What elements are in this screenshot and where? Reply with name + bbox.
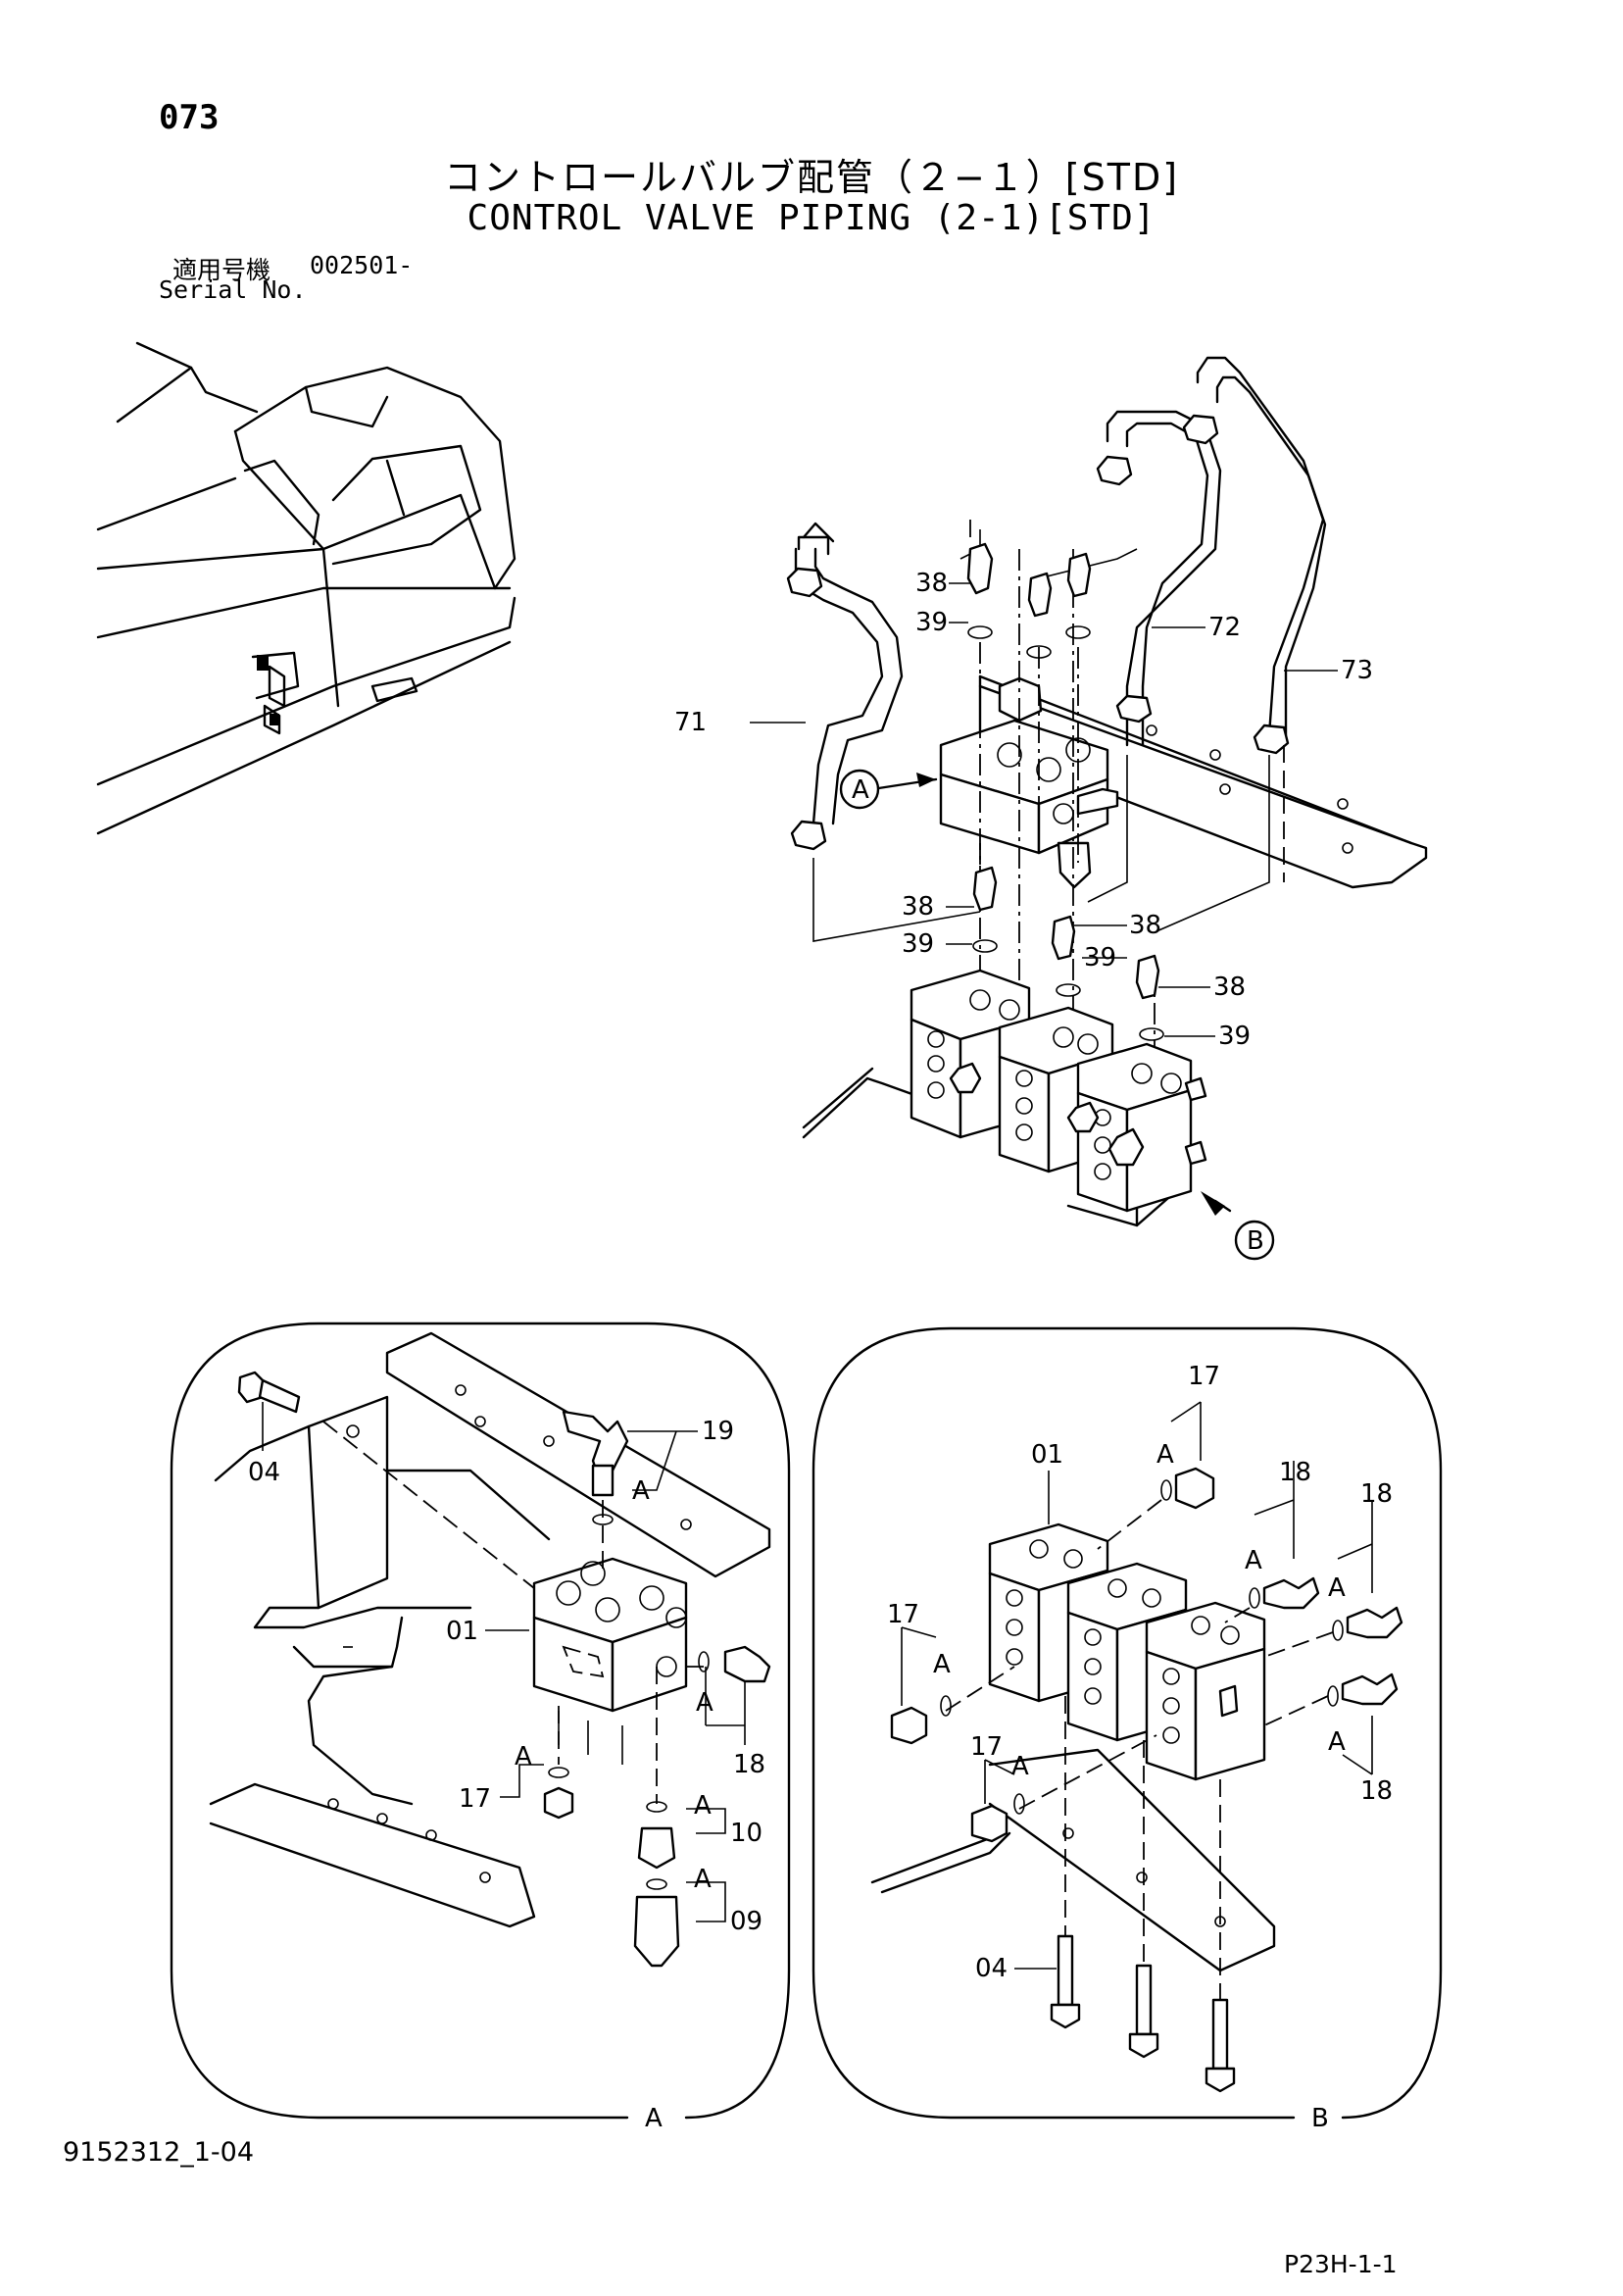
callout-39-middle: 39 [1084, 943, 1116, 973]
callout-b-17-bottom: 17 [970, 1732, 1003, 1762]
main-callout-leaders [750, 582, 1338, 1037]
callout-a-a3: A [515, 1742, 532, 1772]
callout-39-right: 39 [1218, 1022, 1251, 1051]
callout-b-a-bottom: A [1011, 1752, 1029, 1781]
serial-label-english: Serial No. [159, 275, 307, 304]
detail-b-frame [812, 1326, 1443, 2120]
callout-a-09: 09 [730, 1907, 762, 1936]
detail-b-frame-label: B [1311, 2104, 1329, 2133]
page-title-japanese: コントロールバルブ配管（２−１）[STD] [443, 156, 1180, 199]
page-title-english: CONTROL VALVE PIPING (2-1)[STD] [467, 198, 1156, 238]
callout-b-01: 01 [1031, 1440, 1063, 1470]
detail-a-marker [839, 769, 880, 810]
callout-38-middle: 38 [1129, 911, 1161, 940]
callout-a-18: 18 [733, 1750, 765, 1779]
serial-number-value: 002501- [310, 251, 414, 279]
drawing-code: 9152312_1-04 [63, 2137, 255, 2168]
callout-a-17: 17 [459, 1784, 491, 1814]
machine-overview-illustration [96, 341, 516, 835]
detail-b-marker-label: B [1247, 1226, 1264, 1256]
callout-a-a1: A [632, 1476, 650, 1506]
callout-38-left: 38 [902, 892, 934, 922]
control-valve-assembly-illustration [786, 356, 1428, 1227]
callout-b-18-right: 18 [1360, 1479, 1393, 1509]
callout-b-17-top: 17 [1188, 1362, 1220, 1391]
detail-b-illustration [870, 1467, 1403, 2093]
detail-a-frame [170, 1322, 791, 2120]
callout-b-a-middle: A [1245, 1546, 1262, 1575]
callout-a-04: 04 [248, 1458, 280, 1487]
detail-b-marker [1234, 1220, 1275, 1261]
callout-b-17-left: 17 [887, 1600, 919, 1629]
callout-b-18-lower: 18 [1360, 1776, 1393, 1806]
detail-a-callout-labels: 04 19 A 01 A 18 A 17 A 10 A 09 A [248, 1417, 765, 2133]
callout-a-01: 01 [446, 1617, 478, 1646]
callout-39-upper: 39 [915, 608, 948, 637]
detail-a-callout-leaders [262, 1402, 746, 1922]
detail-a-marker-label: A [852, 775, 869, 805]
detail-a-illustration [209, 1331, 771, 1968]
callout-b-a-left: A [933, 1650, 951, 1679]
callout-a-a5: A [694, 1865, 712, 1894]
callout-38-upper: 38 [915, 569, 948, 598]
callout-b-a-top: A [1156, 1440, 1174, 1470]
detail-a-frame-label: A [645, 2104, 663, 2133]
detail-b-callout-labels: 17 A 01 18 A 18 A 17 A 17 A A 18 04 B [887, 1362, 1393, 2133]
callout-b-a-lower-right: A [1328, 1727, 1346, 1757]
callout-b-04: 04 [975, 1954, 1008, 1983]
callout-b-18-middle: 18 [1279, 1458, 1311, 1487]
callout-a-10: 10 [730, 1819, 762, 1848]
page-number: 073 [159, 98, 220, 137]
callout-b-a-right: A [1328, 1573, 1346, 1603]
page-code: P23H-1-1 [1284, 2250, 1398, 2278]
callout-a-a2: A [696, 1688, 713, 1718]
detail-b-callout-leaders [901, 1401, 1373, 1970]
callout-73: 73 [1341, 656, 1373, 685]
callout-a-19: 19 [702, 1417, 734, 1446]
callout-71: 71 [674, 708, 707, 737]
callout-38-right: 38 [1213, 973, 1246, 1002]
callout-a-a4: A [694, 1791, 712, 1821]
callout-72: 72 [1208, 613, 1241, 642]
serial-label-japanese: 適用号機 [172, 256, 271, 284]
main-callout-labels: 71 72 73 38 39 38 39 38 39 38 39 A B [674, 569, 1373, 1256]
callout-39-left: 39 [902, 929, 934, 959]
